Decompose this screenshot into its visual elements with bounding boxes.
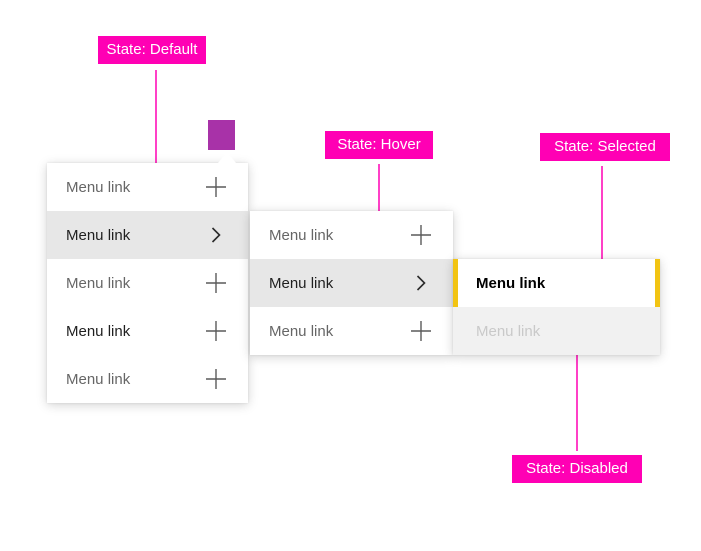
annotation-label-hover: State: Hover: [325, 131, 433, 159]
menu-item-label: Menu link: [66, 370, 131, 388]
plus-icon: [411, 225, 431, 245]
menu-item-disabled: Menu link: [453, 307, 660, 355]
menu-item-label: Menu link: [269, 226, 334, 244]
menu-caret-icon: [218, 152, 236, 163]
menu-item-label: Menu link: [269, 322, 334, 340]
menu-item-label: Menu link: [66, 322, 131, 340]
menu-item-selected[interactable]: Menu link: [453, 259, 660, 307]
menu-item-label: Menu link: [66, 178, 131, 196]
plus-icon: [206, 273, 226, 293]
menu-item-label: Menu link: [476, 274, 546, 292]
menu-level-3: Menu link Menu link: [453, 259, 660, 355]
annotation-label-disabled: State: Disabled: [512, 455, 642, 483]
menu-trigger-button[interactable]: [208, 120, 235, 150]
menu-item-label: Menu link: [66, 274, 131, 292]
plus-icon: [411, 321, 431, 341]
plus-icon: [206, 369, 226, 389]
selected-indicator-right: [655, 259, 660, 307]
menu-item[interactable]: Menu link: [47, 355, 248, 403]
plus-icon: [206, 321, 226, 341]
menu-item-label: Menu link: [476, 322, 541, 340]
chevron-right-icon: [416, 275, 426, 291]
menu-item-label: Menu link: [269, 274, 334, 292]
menu-item-label: Menu link: [66, 226, 131, 244]
annotation-label-selected: State: Selected: [540, 133, 670, 161]
plus-icon: [206, 177, 226, 197]
menu-item-expanded[interactable]: Menu link: [47, 211, 248, 259]
chevron-right-icon: [211, 227, 221, 243]
menu-item-hover[interactable]: Menu link: [250, 259, 453, 307]
menu-level-2: Menu link Menu link Menu link: [250, 211, 453, 355]
selected-indicator-left: [453, 259, 458, 307]
menu-level-1: Menu link Menu link Menu link Menu link …: [47, 163, 248, 403]
menu-item[interactable]: Menu link: [47, 259, 248, 307]
menu-item[interactable]: Menu link: [47, 163, 248, 211]
menu-item[interactable]: Menu link: [47, 307, 248, 355]
annotation-label-default: State: Default: [98, 36, 206, 64]
menu-item[interactable]: Menu link: [250, 307, 453, 355]
menu-item[interactable]: Menu link: [250, 211, 453, 259]
